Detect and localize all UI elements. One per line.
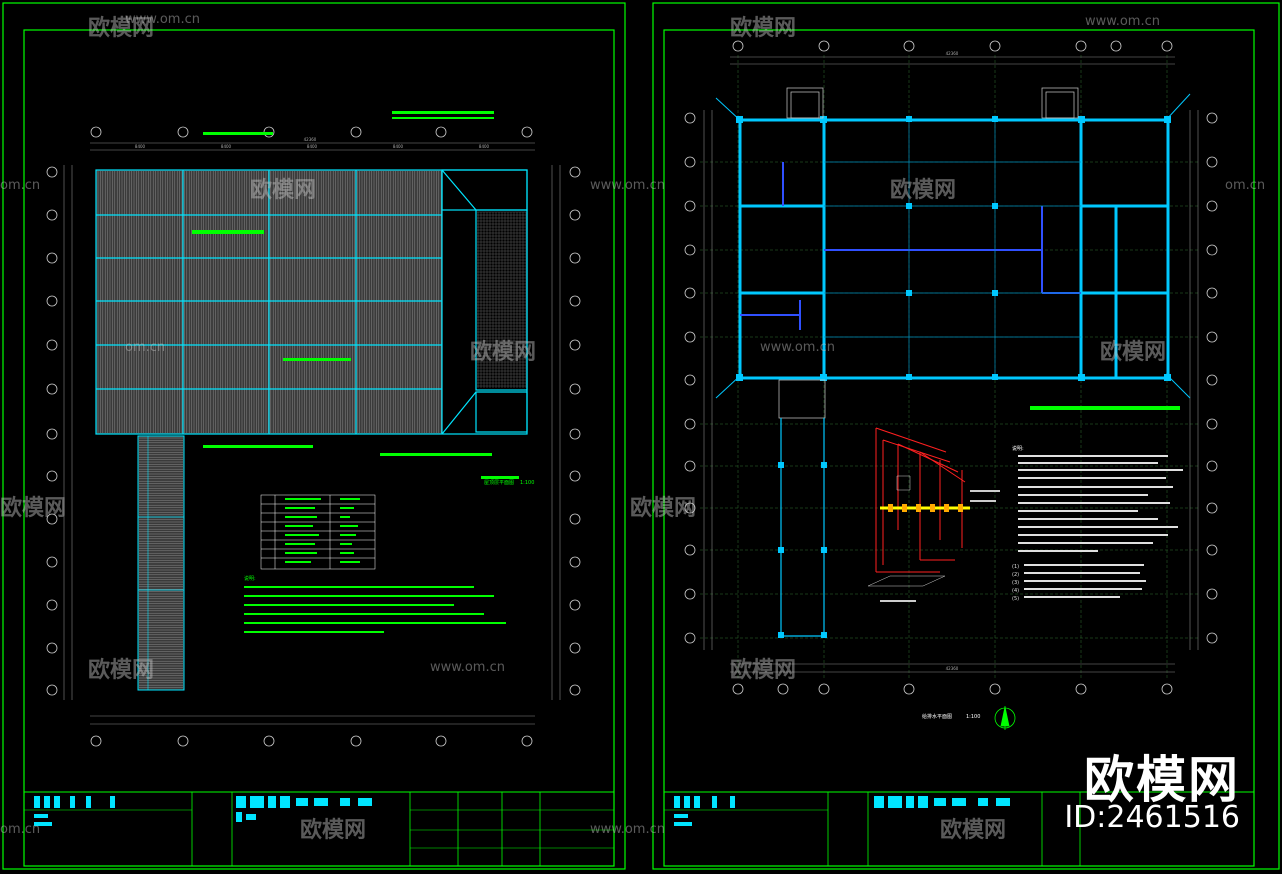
left-bottom-axis-bubbles — [90, 735, 533, 747]
watermark-brand-7: 欧模网 — [0, 496, 67, 521]
watermark-brand-11: 欧模网 — [300, 818, 367, 843]
svg-text:(3): (3) — [1012, 580, 1019, 586]
right-notes-lines — [1018, 455, 1183, 552]
svg-text:42360: 42360 — [946, 666, 959, 671]
left-notes-heading: 说明: — [244, 575, 256, 582]
svg-text:42360: 42360 — [304, 137, 317, 142]
svg-text:(1): (1) — [1012, 564, 1019, 570]
svg-text:8400: 8400 — [307, 144, 318, 149]
riser-diagram — [867, 427, 1000, 602]
left-schedule-fills — [285, 498, 360, 563]
watermark-url-6: om.cn — [125, 340, 166, 355]
svg-text:8400: 8400 — [135, 144, 146, 149]
watermark-url-4: www.om.cn — [590, 178, 665, 193]
watermark-brand-12: 欧模网 — [940, 818, 1007, 843]
north-arrow-icon — [994, 706, 1016, 730]
right-dimension-text: 42360 42360 — [946, 51, 959, 671]
lower-corridor — [137, 435, 185, 691]
left-plan-scale: 1:100 — [520, 480, 534, 486]
svg-text:(2): (2) — [1012, 572, 1019, 578]
left-side-axis-bubbles — [46, 166, 581, 696]
watermark-brand-1: 欧模网 — [88, 16, 155, 41]
left-dimension-lines — [63, 142, 561, 725]
left-top-axis-bubbles — [90, 126, 533, 138]
right-entrances — [778, 87, 1079, 419]
left-schedule-table — [260, 494, 376, 570]
left-label-bars — [192, 111, 519, 479]
watermark-brand-6: 欧模网 — [1100, 340, 1167, 365]
svg-text:8400: 8400 — [393, 144, 404, 149]
left-notes-lines — [244, 586, 506, 633]
left-sheet-inner-border — [23, 29, 615, 867]
right-notes-heading: 说明: — [1012, 445, 1024, 452]
watermark-brand-2: 欧模网 — [730, 16, 797, 41]
watermark-brand-3: 欧模网 — [250, 178, 317, 203]
right-top-axis-bubbles — [732, 40, 1173, 695]
left-dimension-text: 42360 8400 8400 8400 8400 8400 — [135, 137, 490, 149]
svg-text:8400: 8400 — [221, 144, 232, 149]
watermark-brand-10: 欧模网 — [730, 658, 797, 683]
svg-text:(5): (5) — [1012, 596, 1019, 602]
roof-outline — [95, 169, 528, 435]
watermark-brand-8: 欧模网 — [630, 496, 697, 521]
right-notes-numbered: (1) (2) (3) (4) (5) — [1012, 564, 1146, 602]
left-sheet: 42360 8400 8400 8400 8400 8400 — [2, 2, 626, 870]
right-sheet: 42360 42360 — [652, 2, 1280, 870]
watermark-url-3: om.cn — [0, 178, 41, 193]
watermark-brand-4: 欧模网 — [890, 178, 957, 203]
right-plan-scale: 1:100 — [966, 714, 980, 720]
right-side-axis-bubbles — [684, 112, 1218, 644]
right-interior-grid — [824, 120, 1081, 378]
svg-text:42360: 42360 — [946, 51, 959, 56]
left-sheet-outer-border — [2, 2, 626, 870]
left-plan-title: 屋顶层平面图 — [484, 480, 514, 486]
right-corridor-columns — [778, 462, 827, 638]
watermark-brand-9: 欧模网 — [88, 658, 155, 683]
svg-text:(4): (4) — [1012, 588, 1019, 594]
svg-text:8400: 8400 — [479, 144, 490, 149]
watermark-brand-5: 欧模网 — [470, 340, 537, 365]
right-plan-title: 给排水平面图 — [922, 713, 952, 720]
left-title-block — [23, 791, 615, 867]
watermark-url-2: www.om.cn — [1085, 14, 1160, 29]
right-lower-corridor — [780, 418, 825, 637]
watermark-url-10: www.om.cn — [590, 822, 665, 837]
watermark-id: ID:2461516 — [1064, 800, 1240, 835]
right-title-block — [663, 791, 1255, 867]
right-section-heading-bar — [1030, 406, 1180, 410]
watermark-url-8: www.om.cn — [430, 660, 505, 675]
right-grid-lines — [700, 55, 1200, 680]
watermark-url-5: om.cn — [1225, 178, 1266, 193]
watermark-brand-large: 欧模网 — [1084, 751, 1240, 809]
watermark-url-1: www.om.cn — [125, 12, 200, 27]
right-sheet-outer-border — [652, 2, 1280, 870]
roof-mesh-grid — [477, 211, 527, 388]
watermark-url-9: om.cn — [0, 822, 41, 837]
right-dimension-lines — [703, 56, 1199, 673]
watermark-url-7: www.om.cn — [760, 340, 835, 355]
right-corner-indicators — [715, 93, 1191, 399]
